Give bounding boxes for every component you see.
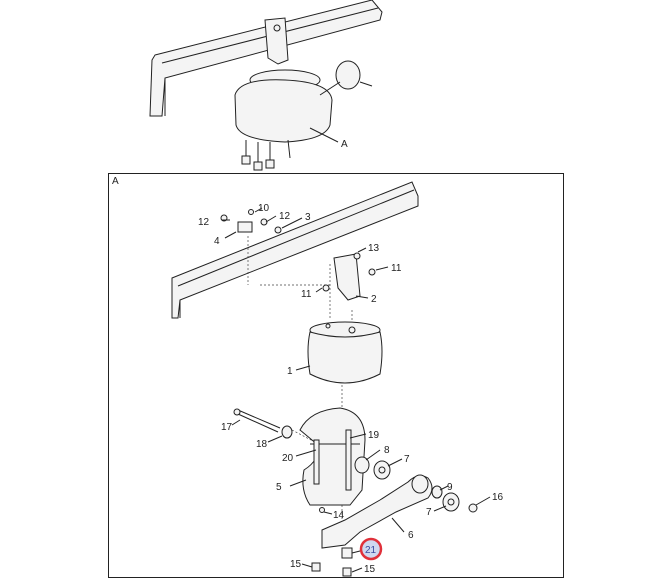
callouts: 12 10 12 3 4 13 11 11 2 1 17 18 19 20 8 …	[198, 203, 504, 575]
callout-15-right: 15	[364, 564, 376, 575]
callout-19: 19	[368, 430, 380, 441]
callout-16: 16	[492, 492, 504, 503]
detail-assembly	[171, 181, 478, 577]
callout-3: 3	[305, 212, 311, 223]
callout-5: 5	[276, 482, 282, 493]
callout-21-highlight-ring[interactable]	[359, 537, 383, 561]
callout-6: 6	[408, 530, 414, 541]
detail-frame-label: A	[112, 176, 119, 187]
callout-1: 1	[287, 366, 293, 377]
callout-15-left: 15	[290, 559, 302, 570]
callout-13: 13	[368, 243, 380, 254]
overview-assembly: A	[149, 0, 383, 171]
callout-8: 8	[384, 445, 390, 456]
callout-7-upper: 7	[404, 454, 410, 465]
callout-10: 10	[258, 203, 270, 214]
callout-leaders	[222, 207, 491, 573]
callout-12-left: 12	[198, 217, 210, 228]
callout-11-right: 11	[391, 263, 402, 274]
callout-17: 17	[221, 422, 233, 433]
callout-20: 20	[282, 453, 294, 464]
callout-4: 4	[214, 236, 220, 247]
callout-21: 21	[365, 545, 377, 556]
callout-12-right: 12	[279, 211, 291, 222]
callout-2: 2	[371, 294, 377, 305]
callout-18: 18	[256, 439, 268, 450]
callout-14: 14	[333, 510, 345, 521]
callout-7-lower: 7	[426, 507, 432, 518]
callout-11-left: 11	[301, 289, 312, 300]
overview-callout-a: A	[341, 139, 348, 150]
callout-9: 9	[447, 482, 453, 493]
